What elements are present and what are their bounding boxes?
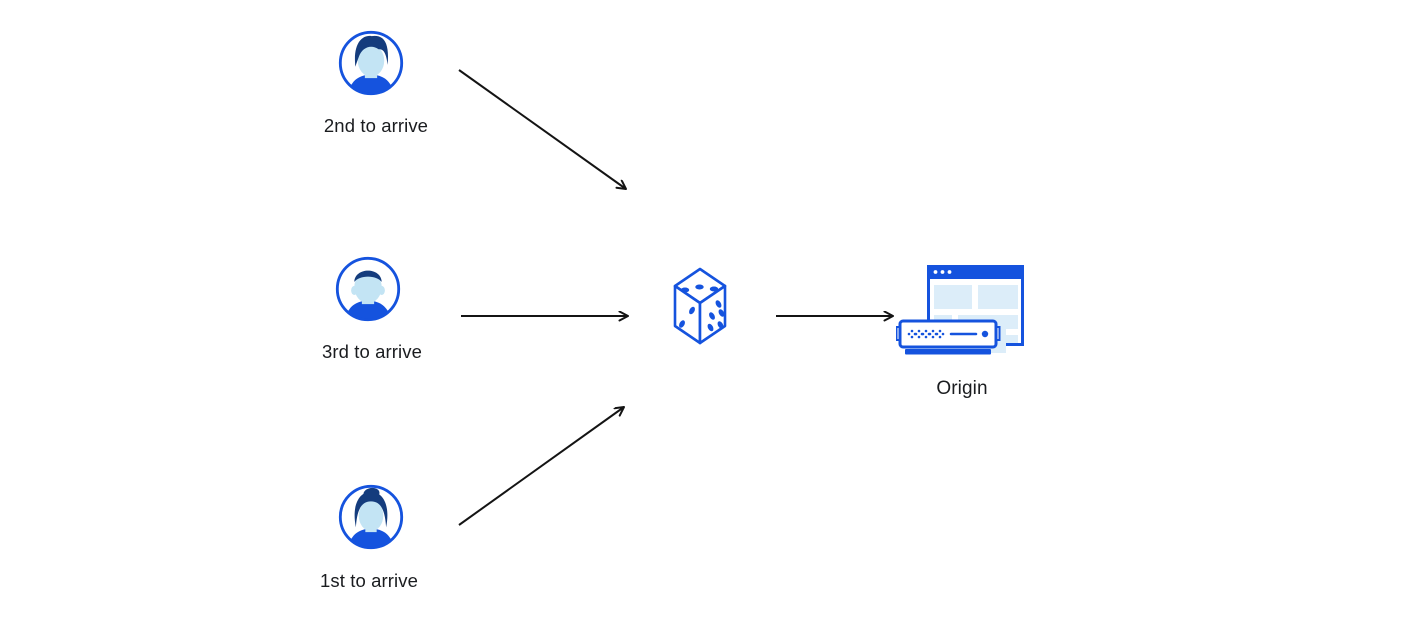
client-node-middle xyxy=(334,255,402,328)
man-short-hair-avatar-icon xyxy=(335,256,401,322)
arrow-client-top-to-dice xyxy=(458,69,626,189)
client-node-top xyxy=(337,29,405,102)
client-label-top: 2nd to arrive xyxy=(323,115,429,136)
client-label-bottom: 1st to arrive xyxy=(320,570,418,591)
randomizer-node xyxy=(672,266,728,351)
dice-icon xyxy=(673,267,727,345)
arrow-client-bottom-to-dice xyxy=(458,407,624,526)
origin-label: Origin xyxy=(936,378,988,399)
origin-node xyxy=(895,261,1028,368)
client-label-middle: 3rd to arrive xyxy=(321,341,422,362)
origin-server-icon xyxy=(895,265,1024,355)
client-node-bottom xyxy=(337,483,405,556)
man-swept-hair-avatar-icon xyxy=(338,30,404,96)
woman-bun-avatar-icon xyxy=(338,484,404,550)
